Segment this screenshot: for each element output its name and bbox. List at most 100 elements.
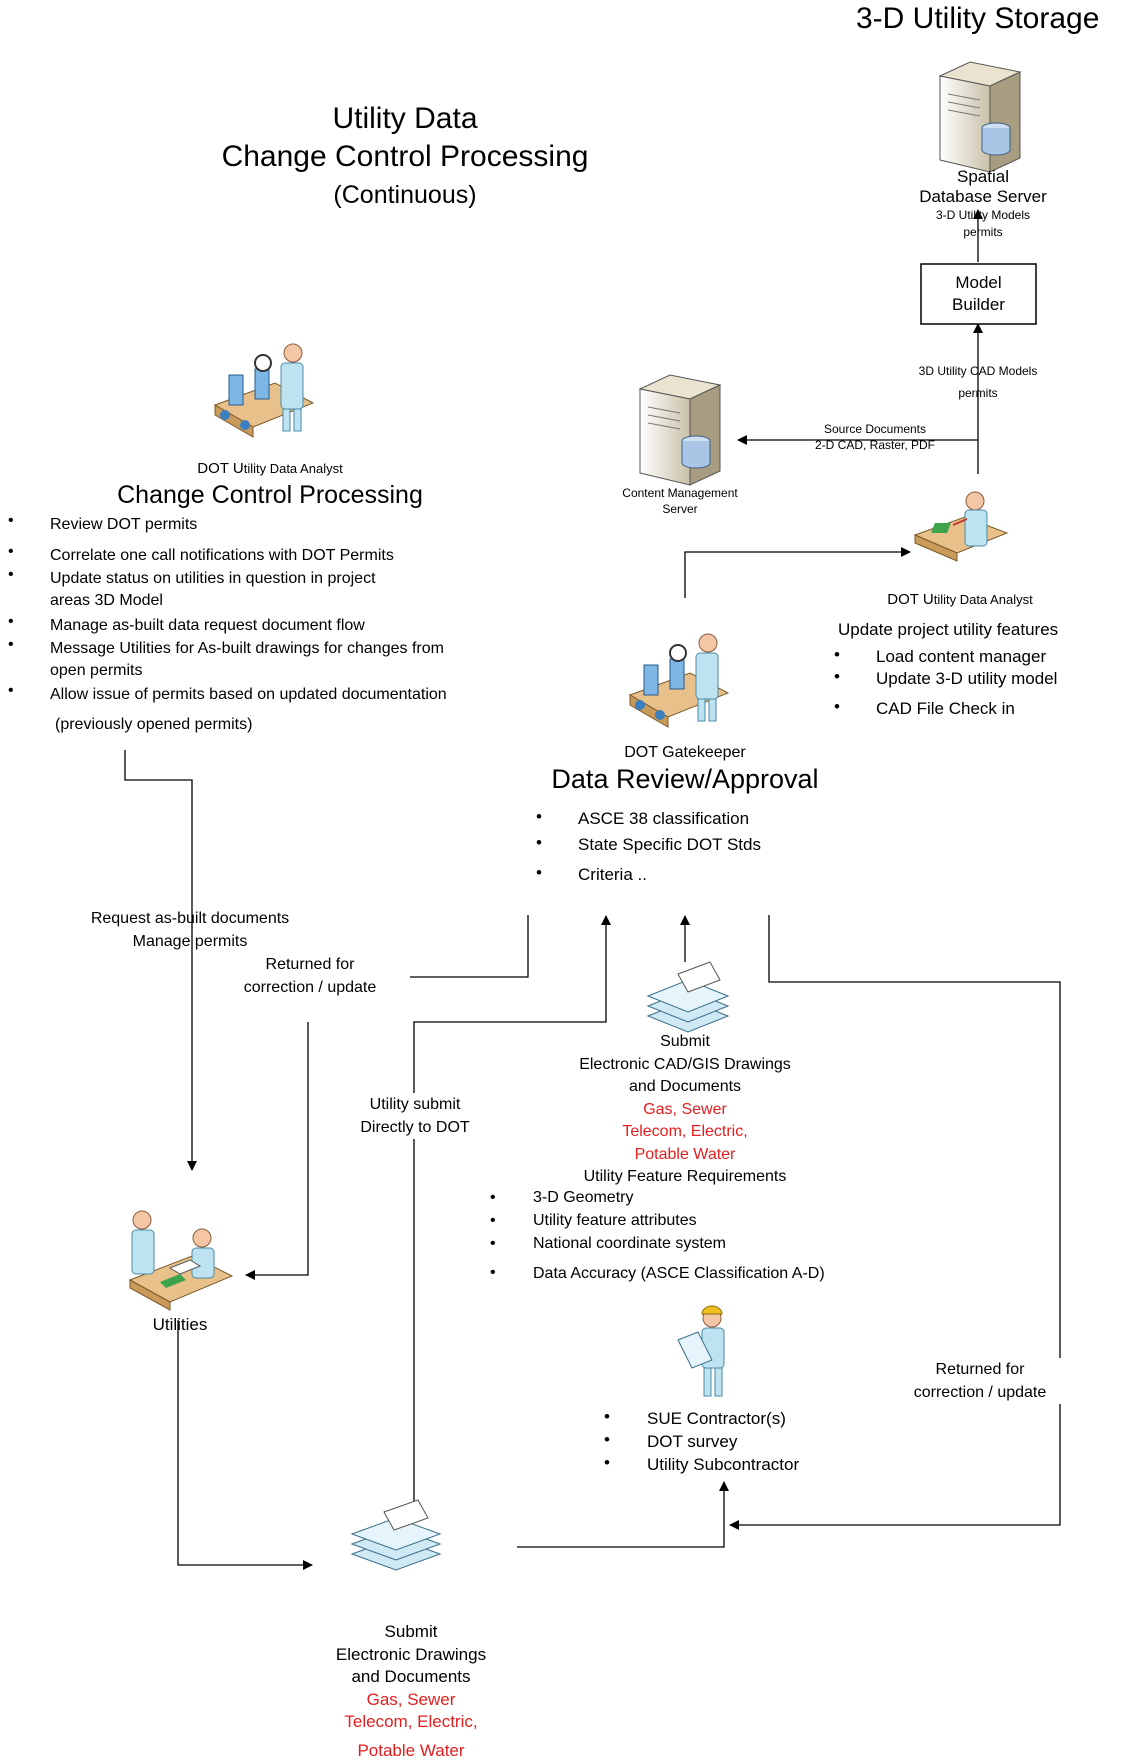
content-server-label: Content Management Server [600, 485, 760, 517]
update-bullet-3: CAD File Check in [876, 699, 1015, 718]
bullet-dot: • [536, 833, 542, 852]
arrow-returned-to-utilities [245, 1022, 309, 1280]
models-line1: 3-D Utility Models [935, 208, 1031, 222]
contractor-3: Utility Subcontractor [647, 1455, 800, 1474]
requirement-4: Data Accuracy (ASCE Classification A-D) [533, 1265, 825, 1282]
change-bullet-6-cont: (previously opened permits) [55, 716, 253, 733]
bullet-dot: • [490, 1264, 496, 1281]
utilities-label: Utilities [152, 1315, 208, 1334]
spatial-line1: Spatial [957, 167, 1009, 186]
arrow-utilities-to-submit [177, 1320, 313, 1570]
gatekeeper-role: DOT Gatekeeper [624, 744, 746, 761]
page-title: Utility Data Change Control Processing (… [180, 100, 630, 214]
update-features-heading: Update project utility features [838, 620, 1059, 639]
bullet-dot: • [834, 697, 840, 716]
bullet-dot: • [604, 1430, 610, 1449]
submit-electronic-line3: and Documents [351, 1667, 471, 1686]
bullet-dot: • [604, 1407, 610, 1426]
submit-electronic-line1: Submit [384, 1622, 438, 1641]
database-server-icon [938, 61, 1022, 173]
content-server-icon [638, 374, 722, 486]
update-features-role: DOT Utility Data Analyst [810, 591, 1110, 608]
update-bullet-1: Load content manager [876, 647, 1047, 666]
change-bullet-5-cont: open permits [50, 662, 143, 679]
bullet-dot: • [490, 1235, 496, 1252]
electronic-types-line3: Potable Water [357, 1740, 465, 1760]
returned-right-line2: correction / update [913, 1384, 1047, 1401]
requirements-heading: Utility Feature Requirements [583, 1168, 787, 1185]
role-prefix: DOT U [197, 460, 244, 477]
bullet-dot: • [536, 863, 542, 882]
gatekeeper-conveyor-icon [628, 633, 730, 728]
title-line2: Change Control Processing [221, 140, 589, 173]
returned-left-line1: Returned for [265, 956, 355, 973]
cad-models-line2: permits [958, 386, 998, 400]
title-line3: (Continuous) [333, 181, 477, 209]
storage-title: 3-D Utility Storage [856, 2, 1100, 35]
line-returned-right [729, 915, 1061, 1530]
requirement-3: National coordinate system [533, 1235, 726, 1252]
content-line1: Content Management [622, 486, 738, 500]
analyst-desk-icon [913, 491, 1009, 562]
role-rest: tility Data Analyst [933, 592, 1033, 607]
surveyor-icon [677, 1305, 725, 1397]
bullet-dot: • [536, 807, 542, 826]
request-label: Request as-built documents Manage permit… [60, 907, 320, 953]
utility-models-label: 3-D Utility Models permits [898, 207, 1068, 241]
gatekeeper-bullet-3: Criteria .. [578, 865, 647, 884]
bullet-dot: • [490, 1212, 496, 1229]
bullet-dot: • [834, 645, 840, 664]
submit-cad-line1: Submit [660, 1033, 710, 1050]
requirement-1: 3-D Geometry [533, 1189, 634, 1206]
gatekeeper-bullet-1: ASCE 38 classification [578, 809, 750, 828]
submit-electronic-line2: Electronic Drawings [335, 1644, 487, 1664]
role-rest: tility Data Analyst [243, 461, 343, 476]
requirement-2: Utility feature attributes [533, 1212, 697, 1229]
content-line2: Server [662, 502, 698, 516]
title-line1: Utility Data [332, 102, 478, 135]
bullet-dot: • [834, 667, 840, 686]
builder-line1: Model [955, 273, 1002, 292]
analyst-conveyor-icon [213, 343, 315, 438]
bullet-dot: • [490, 1189, 496, 1206]
bullet-dot: • [8, 543, 14, 560]
bullet-dot: • [604, 1453, 610, 1472]
returned-left-label: Returned for correction / update [210, 953, 410, 999]
submit-cad-line2: Electronic CAD/GIS Drawings [579, 1055, 791, 1073]
spatial-line2: Database Server [919, 186, 1047, 206]
cad-models-line1: 3D Utility CAD Models [918, 364, 1038, 378]
submit-cad-label: Submit Electronic CAD/GIS Drawings and D… [535, 1031, 835, 1189]
utilities-meeting-icon [128, 1210, 234, 1311]
update-bullet-2: Update 3-D utility model [876, 669, 1058, 688]
document-stack-icon [350, 1499, 442, 1571]
returned-right-line1: Returned for [935, 1361, 1025, 1378]
utility-submit-line1: Utility submit [369, 1096, 461, 1113]
change-bullet-3: Update status on utilities in question i… [50, 570, 376, 587]
source-line1: Source Documents [823, 422, 927, 436]
bullet-dot: • [8, 682, 14, 699]
utility-submit-label: Utility submit Directly to DOT [330, 1093, 500, 1139]
change-bullet-2: Correlate one call notifications with DO… [50, 547, 394, 564]
source-line2: 2-D CAD, Raster, PDF [814, 438, 936, 452]
spatial-server-label: Spatial Database Server [898, 167, 1068, 206]
connectors [124, 209, 1061, 1570]
request-line1: Request as-built documents [90, 910, 290, 927]
utility-types-line2: Telecom, Electric, [622, 1123, 748, 1140]
electronic-types-line1: Gas, Sewer [366, 1689, 456, 1709]
change-bullet-4: Manage as-built data request document fl… [50, 617, 365, 634]
bullet-dot: • [8, 512, 14, 529]
utility-types-line1: Gas, Sewer [643, 1100, 727, 1118]
submit-electronic-label: Submit Electronic Drawings and Documents… [296, 1621, 526, 1762]
role-prefix: DOT U [887, 591, 934, 608]
change-control-heading: Change Control Processing [117, 481, 423, 509]
request-line2: Manage permits [132, 933, 248, 950]
line-change-control-down [124, 750, 197, 1171]
model-builder-label: Model Builder [921, 272, 1036, 316]
change-bullet-3-cont: areas 3D Model [50, 592, 163, 609]
bullet-dot: • [8, 566, 14, 583]
submit-cad-line3: and Documents [628, 1078, 742, 1095]
electronic-types-line2: Telecom, Electric, [344, 1712, 478, 1731]
change-control-role: DOT Utility Data Analyst [120, 460, 420, 477]
contractor-1: SUE Contractor(s) [647, 1409, 786, 1428]
